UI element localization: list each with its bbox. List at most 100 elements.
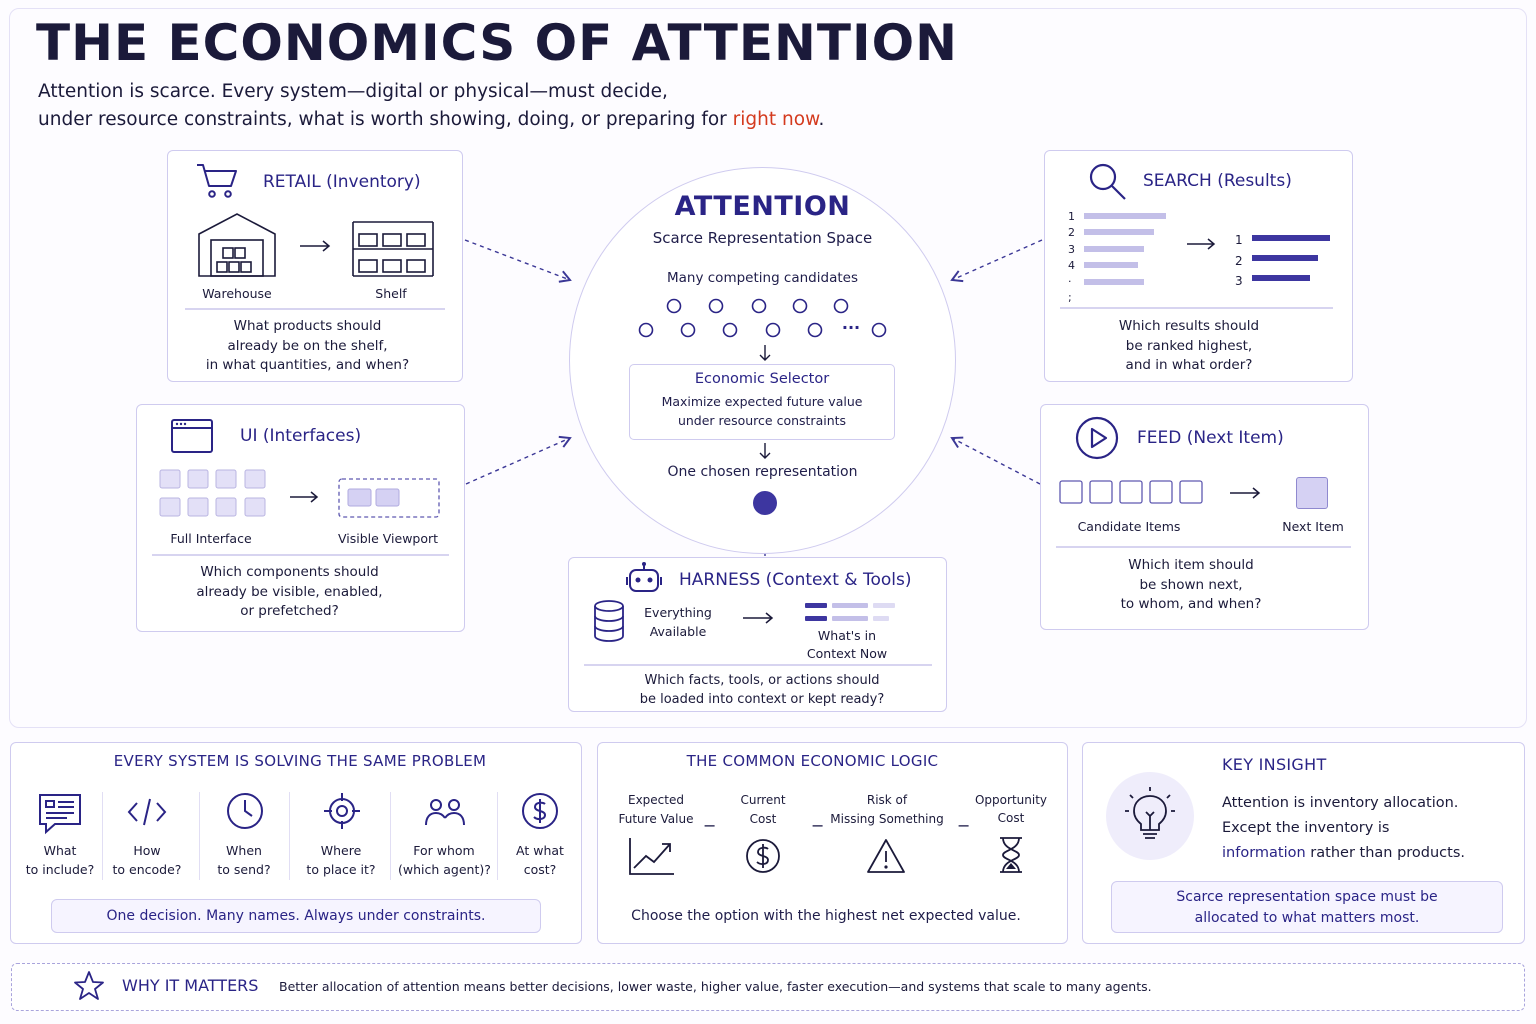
item-divider (102, 792, 103, 880)
problem-line-1: How (133, 843, 161, 858)
left-number: 1 (1068, 210, 1075, 223)
harness-title-main: HARNESS (679, 570, 761, 590)
harness-from-line-1: Everything (644, 605, 712, 620)
problem-line-2: to include? (25, 862, 95, 877)
search-question-2: be ranked highest, (1125, 337, 1253, 354)
problem-item-cost: At what cost? (498, 782, 582, 882)
lightbulb-icon (1125, 787, 1175, 839)
search-question-1: Which results should (1118, 318, 1260, 334)
key-insight-callout: Scarce representation space must be allo… (1111, 881, 1503, 933)
attention-subtitle: Scarce Representation Space (652, 229, 873, 247)
problem-line-1: Where (320, 843, 362, 858)
arrow-icon-retail (300, 240, 331, 252)
ui-to-label: Visible Viewport (337, 531, 439, 546)
feed-to-label: Next Item (1282, 519, 1344, 534)
retail-title-paren: (Inventory) (326, 172, 421, 192)
people-icon (425, 799, 465, 826)
problem-line-1: For whom (413, 843, 475, 858)
warning-icon (867, 839, 905, 873)
selector-line-2: under resource constraints (677, 413, 847, 428)
ui-question-3: or prefetched? (240, 603, 339, 619)
subtitle-highlight: right now (732, 109, 819, 130)
feed-title-paren: (Next Item) (1186, 428, 1284, 448)
logic-line-2: Future Value (618, 812, 694, 826)
ui-question-1: Which components should (200, 564, 379, 580)
same-problem-title: EVERY SYSTEM IS SOLVING THE SAME PROBLEM (113, 752, 487, 770)
key-insight-title: KEY INSIGHT (1222, 755, 1327, 774)
retail-question-2: already be on the shelf, (227, 337, 388, 354)
target-icon (324, 793, 360, 829)
code-icon (127, 798, 167, 826)
economic-selector-box (629, 364, 895, 440)
chosen-label: One chosen representation (667, 464, 858, 480)
left-number: 3 (1068, 242, 1075, 256)
insight-line-1: Attention is inventory allocation. (1222, 795, 1459, 811)
page-title: THE ECONOMICS OF ATTENTION (36, 14, 958, 72)
unranked-results-bars (1084, 213, 1166, 285)
arrow-icon-feed (1230, 487, 1261, 499)
candidates-label: Many competing candidates (667, 270, 858, 286)
minus-operator: − (957, 816, 971, 835)
retail-question: What products should already be on the s… (167, 317, 448, 376)
logic-line-1: Current (740, 793, 786, 807)
search-title-paren: (Results) (1217, 171, 1292, 191)
left-number: · (1068, 275, 1072, 289)
ui-question-2: already be visible, enabled, (196, 583, 383, 600)
right-number: 1 (1235, 233, 1243, 247)
logic-line-1: Opportunity (974, 793, 1047, 807)
harness-to-line-1: What's in (817, 628, 877, 643)
insight-text: Attention is inventory allocation. Excep… (1222, 791, 1465, 866)
retail-to-label: Shelf (375, 286, 407, 301)
full-interface-grid (159, 469, 266, 517)
why-it-matters-text: Better allocation of attention means bet… (279, 979, 1152, 994)
play-icon (1075, 416, 1119, 460)
subtitle-line-2: under resource constraints, what is wort… (38, 106, 824, 134)
harness-from-line-2: Available (649, 624, 707, 639)
message-icon (39, 794, 81, 835)
arrow-retail (464, 239, 572, 283)
down-arrow-2 (759, 443, 771, 459)
economic-logic-title: THE COMMON ECONOMIC LOGIC (686, 752, 939, 770)
viewport-icon (338, 478, 440, 518)
problem-line-2: (which agent)? (398, 862, 491, 877)
selector-line-1: Maximize expected future value (661, 394, 863, 409)
robot-icon (626, 562, 662, 592)
search-left-numbers: 1 2 3 4 · ; (1068, 209, 1075, 307)
arrow-icon-harness (743, 612, 774, 624)
subtitle-line-1: Attention is scarce. Every system—digita… (38, 81, 668, 102)
ui-title-main: UI (240, 426, 258, 446)
right-number: 3 (1235, 274, 1243, 288)
left-number: 4 (1068, 258, 1075, 272)
problem-line-2: cost? (523, 862, 557, 877)
hourglass-icon (1000, 837, 1022, 873)
feed-divider (1056, 546, 1351, 548)
logic-line-1: Risk of (866, 793, 908, 807)
chart-up-icon (629, 838, 674, 875)
problem-line-1: When (226, 843, 262, 858)
search-question: Which results should be ranked highest, … (1044, 317, 1334, 376)
item-divider (289, 792, 290, 880)
economic-logic-panel (597, 742, 1068, 944)
shelf-icon (352, 221, 434, 277)
clock-icon (227, 793, 263, 829)
minus-operator: − (811, 816, 825, 835)
retail-question-3: in what quantities, and when? (205, 357, 410, 373)
cart-icon (197, 164, 237, 198)
harness-question-1: Which facts, tools, or actions should (644, 673, 880, 688)
callout-line-2: allocated to what matters most. (1194, 910, 1420, 926)
harness-question-2: be loaded into context or kept ready? (639, 691, 885, 707)
problem-item-label: For whom (which agent)? (398, 841, 491, 879)
search-icon (1089, 163, 1126, 200)
retail-title: RETAIL (Inventory) (263, 172, 421, 192)
warehouse-icon (198, 213, 276, 277)
ui-title: UI (Interfaces) (240, 426, 361, 446)
problem-line-1: At what (516, 843, 564, 858)
feed-from-label: Candidate Items (1077, 519, 1181, 534)
item-divider (390, 792, 391, 880)
subtitle-line-2-text: under resource constraints, what is wort… (38, 109, 733, 130)
feed-question-1: Which item should (1128, 557, 1254, 573)
